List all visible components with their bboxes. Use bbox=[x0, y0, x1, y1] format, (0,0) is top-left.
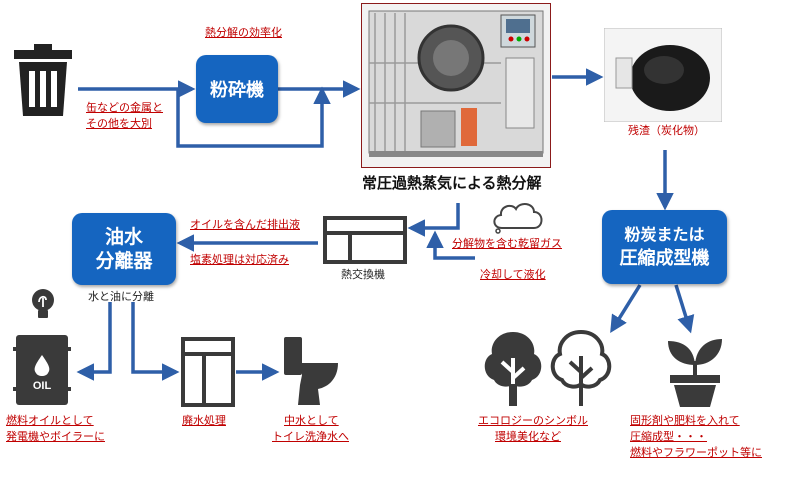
lightbulb-icon bbox=[32, 289, 54, 318]
trash-can-icon bbox=[14, 44, 72, 116]
label-greywater-1: 中水として bbox=[284, 414, 339, 427]
arrow-separator-to-oil bbox=[76, 302, 112, 381]
separator-label-1: 油水 bbox=[104, 226, 143, 248]
label-heat-exchanger: 熱交換機 bbox=[341, 268, 385, 281]
label-separate: 水と油に分離 bbox=[88, 290, 154, 303]
wastewater-icon bbox=[181, 337, 235, 407]
label-eco-1: エコロジーのシンボル bbox=[478, 414, 588, 427]
arrow-machine-to-exchanger bbox=[407, 203, 460, 237]
residue-image bbox=[604, 28, 722, 122]
oil-drum-icon: OIL bbox=[13, 335, 71, 405]
label-sorting-2: その他を大別 bbox=[86, 117, 152, 130]
oil-drum-text: OIL bbox=[33, 380, 52, 392]
separator-label-2: 分離器 bbox=[95, 250, 153, 272]
label-sorting-1: 缶などの金属と bbox=[86, 101, 163, 114]
arrow-powder-to-trees bbox=[610, 284, 642, 333]
label-wastewater: 廃水処理 bbox=[182, 414, 226, 427]
arrow-trash-bypass bbox=[176, 86, 331, 148]
powder-label-1: 粉炭または bbox=[624, 225, 705, 244]
powder-label-2: 圧縮成型機 bbox=[619, 248, 710, 269]
label-chlorine: 塩素処理は対応済み bbox=[190, 253, 289, 266]
arrow-separator-to-wastewater bbox=[131, 302, 180, 381]
label-oil-waste: オイルを含んだ排出液 bbox=[190, 218, 300, 231]
tree-icon-filled bbox=[484, 332, 542, 406]
crusher-box: 粉砕機 bbox=[196, 55, 278, 123]
plant-pot-icon bbox=[668, 339, 722, 407]
label-solid-3: 燃料やフラワーポット等に bbox=[630, 446, 762, 459]
heat-exchanger-icon bbox=[323, 216, 407, 264]
label-cool-liquefy: 冷却して液化 bbox=[480, 268, 546, 281]
label-eco-2: 環境美化など bbox=[495, 430, 561, 443]
crusher-label: 粉砕機 bbox=[210, 80, 264, 101]
oil-water-separator-box: 油水 分離器 bbox=[72, 213, 176, 285]
label-fuel-1: 燃料オイルとして bbox=[6, 414, 94, 427]
label-residue: 残渣（炭化物） bbox=[628, 124, 705, 137]
label-greywater-2: トイレ洗浄水へ bbox=[272, 430, 349, 443]
label-fuel-2: 発電機やボイラーに bbox=[6, 430, 105, 443]
powder-compression-box: 粉炭または 圧縮成型機 bbox=[602, 210, 727, 284]
label-solid-2: 圧縮成型・・・ bbox=[630, 430, 707, 443]
process-title: 常圧過熱蒸気による熱分解 bbox=[362, 174, 542, 192]
label-efficiency: 熱分解の効率化 bbox=[205, 26, 282, 39]
tree-icon-outline bbox=[550, 329, 612, 406]
pyrolysis-machine-image bbox=[361, 3, 551, 168]
label-dry-gas: 分解物を含む乾留ガス bbox=[452, 237, 562, 250]
arrow-cooling-loop bbox=[426, 230, 475, 260]
label-solid-1: 固形剤や肥料を入れて bbox=[630, 414, 740, 427]
cloud-icon bbox=[493, 203, 543, 234]
toilet-icon bbox=[284, 337, 338, 405]
arrow-powder-to-pot bbox=[674, 284, 695, 334]
